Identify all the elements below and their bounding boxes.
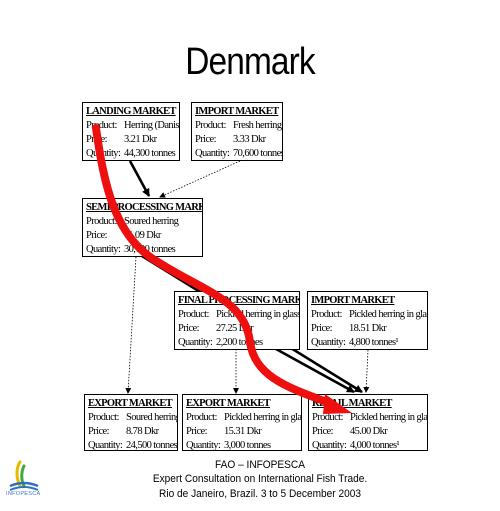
arrow-final-to-retail: [275, 347, 355, 394]
product-value: Pickled herring in glass: [224, 412, 302, 423]
box-heading: IMPORT MARKET: [195, 106, 279, 117]
price-label: Price:: [86, 230, 108, 241]
quantity-value: 2,200 tonnes: [216, 337, 263, 348]
price-value: 3.33 Dkr: [233, 134, 266, 145]
price-label: Price:: [195, 134, 217, 145]
price-label: Price:: [312, 426, 334, 437]
export-market-mid-box: EXPORT MARKET Product: Pickled herring in…: [182, 394, 302, 451]
product-value: Soured herring: [126, 412, 178, 423]
product-label: Product:: [186, 412, 217, 423]
price-value: 45.00 Dkr: [350, 426, 388, 437]
product-label: Product:: [88, 412, 119, 423]
final-processing-market-box: FINAL PROCESSING MARKET Product: Pickled …: [174, 291, 300, 350]
arrow-landing-to-semi: [128, 160, 151, 197]
price-label: Price:: [86, 134, 108, 145]
quantity-label: Quantity:: [195, 148, 230, 159]
product-value: Herring (Danish): [124, 120, 179, 131]
semi-processing-market-box: SEMI PROCESSING MARKET Product: Soured he…: [82, 198, 203, 257]
product-label: Product:: [86, 216, 117, 227]
quantity-label: Quantity:: [88, 440, 123, 451]
product-label: Product:: [86, 120, 117, 131]
quantity-value: 70,600 tonnes: [233, 148, 283, 159]
box-heading: SEMI PROCESSING MARKET: [86, 202, 202, 213]
footer-line-1: FAO – INFOPESCA: [215, 459, 305, 471]
price-label: Price:: [178, 323, 200, 334]
footer-line-3: Rio de Janeiro, Brazil. 3 to 5 December …: [159, 488, 361, 500]
quantity-label: Quantity:: [312, 440, 347, 451]
arrow-import-right-to-retail: [363, 349, 370, 393]
quantity-value: 4,000 tonnes¹: [350, 440, 400, 451]
arrow-semi-to-export-left: [125, 256, 137, 394]
product-label: Product:: [195, 120, 226, 131]
quantity-value: 24,500 tonnes: [126, 440, 178, 451]
price-label: Price:: [311, 323, 333, 334]
box-heading: FINAL PROCESSING MARKET: [178, 295, 299, 306]
quantity-value: 30,100 tonnes: [124, 244, 176, 255]
product-label: Product:: [311, 309, 342, 320]
quantity-label: Quantity:: [86, 244, 121, 255]
arrow-import-to-semi: [159, 160, 241, 198]
box-heading: LANDING MARKET: [86, 106, 176, 117]
price-value: 11.09 Dkr: [124, 230, 161, 241]
quantity-value: 3,000 tonnes: [224, 440, 271, 451]
price-value: 15.31 Dkr: [224, 426, 262, 437]
page-title: Denmark: [185, 41, 315, 83]
import-market-right-box: IMPORT MARKET Product: Pickled herring in…: [307, 291, 428, 350]
logo-text: INFOPESCA: [6, 491, 41, 497]
price-value: 18.51 Dkr: [349, 323, 387, 334]
price-label: Price:: [186, 426, 208, 437]
product-label: Product:: [178, 309, 209, 320]
quantity-label: Quantity:: [86, 148, 121, 159]
product-value: Fresh herring: [233, 120, 282, 131]
quantity-label: Quantity:: [311, 337, 346, 348]
price-value: 27.25 Dkr: [216, 323, 254, 334]
price-value: 8.78 Dkr: [126, 426, 159, 437]
footer-line-2: Expert Consultation on International Fis…: [152, 473, 368, 485]
price-value: 3.21 Dkr: [124, 134, 157, 145]
quantity-label: Quantity:: [178, 337, 213, 348]
product-value: Pickled herring in glass: [349, 309, 428, 320]
price-label: Price:: [88, 426, 110, 437]
infopesca-logo-icon: [9, 460, 39, 491]
box-heading: IMPORT MARKET: [311, 295, 395, 306]
quantity-label: Quantity:: [186, 440, 221, 451]
quantity-value: 44,300 tonnes: [124, 148, 176, 159]
red-path-arrow: [92, 124, 336, 408]
export-market-left-box: EXPORT MARKET Product: Soured herring Pri…: [84, 394, 178, 451]
product-value: Pickled herring in glass: [350, 412, 428, 423]
quantity-value: 4,800 tonnes¹: [349, 337, 399, 348]
product-value: Soured herring: [124, 216, 179, 227]
retail-market-box: RETAIL MARKET Product: Pickled herring in…: [308, 394, 428, 451]
product-label: Product:: [312, 412, 343, 423]
box-heading: RETAIL MARKET: [312, 398, 392, 409]
box-heading: EXPORT MARKET: [88, 398, 173, 409]
landing-market-box: LANDING MARKET Product:Herring (Danish) …: [82, 102, 180, 161]
box-heading: EXPORT MARKET: [186, 398, 271, 409]
product-value: Pickled herring in glass: [216, 309, 300, 320]
import-market-top-box: IMPORT MARKET Product: Fresh herring Pric…: [191, 102, 283, 161]
